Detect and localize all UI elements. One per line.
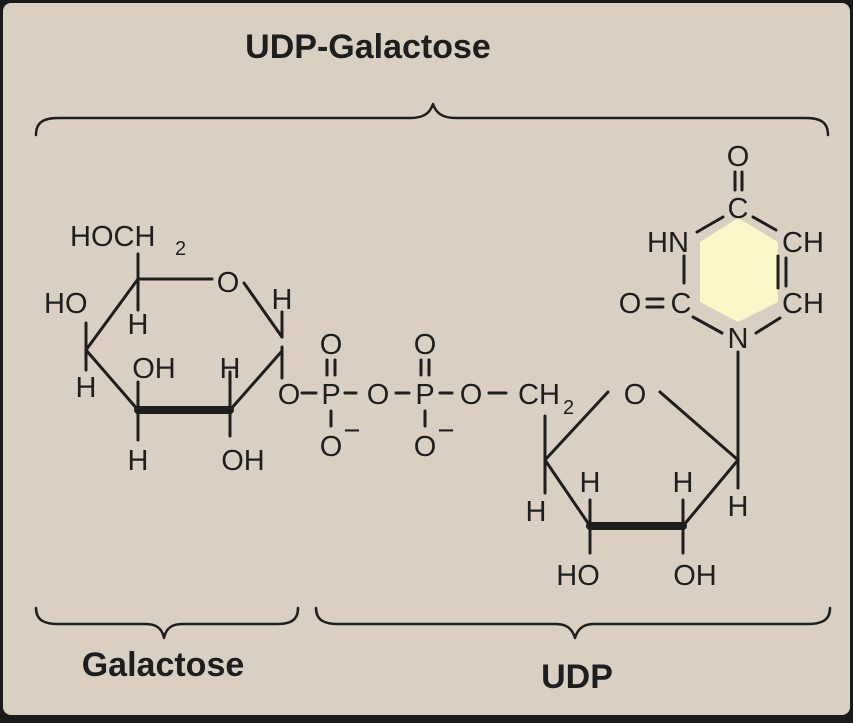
udp-brace	[314, 606, 832, 640]
galactose-c3-hydrogen: H	[128, 445, 149, 477]
phosphate-1-anion-oxygen: O	[320, 431, 343, 463]
udp-label: UDP	[541, 658, 613, 696]
galactose-brace	[34, 606, 300, 640]
uracil-c2-carbonyl-oxygen: O	[619, 288, 642, 320]
ch2-label: CH	[518, 379, 560, 411]
ribose-bonds	[543, 350, 740, 555]
galactose-c2-hydrogen: H	[220, 353, 241, 385]
galactose-label: Galactose	[82, 646, 245, 684]
ribose-c2-hydrogen: H	[673, 467, 694, 499]
phosphate-1-charge: −	[344, 415, 361, 447]
phosphate-2-double-oxygen: O	[414, 329, 437, 361]
phosphate-1-double-oxygen: O	[320, 329, 343, 361]
uracil-ring-highlight	[700, 218, 778, 322]
uracil-n1-nitrogen: N	[728, 323, 749, 355]
galactose-c2-hydroxyl: OH	[221, 445, 265, 477]
ribose-c3-hydroxyl: HO	[556, 560, 600, 592]
uracil-bonds	[682, 170, 788, 335]
galactose-c4-hydrogen: H	[76, 372, 97, 404]
phosphorus-2: P	[415, 379, 434, 411]
phosphate-2-charge: −	[438, 415, 455, 447]
diagram-background	[3, 3, 850, 715]
ester-oxygen: O	[460, 379, 483, 411]
uracil-c5-ch: CH	[782, 227, 824, 259]
hoch2-subscript: 2	[175, 238, 186, 260]
ribose-ring-oxygen: O	[624, 379, 647, 411]
diphosphate-bonds	[300, 358, 508, 428]
uracil-n3-nh: HN	[647, 227, 689, 259]
galactose-c5-hydrogen: H	[128, 309, 149, 341]
bridging-oxygen: O	[367, 379, 390, 411]
uracil-c2-double-bond	[645, 297, 665, 309]
galactose-c4-hydroxyl: HO	[44, 288, 88, 320]
uracil-c6-ch: CH	[782, 288, 824, 320]
ch2-subscript: 2	[563, 397, 574, 419]
hoch2-label: HOCH	[70, 221, 155, 253]
glycosidic-oxygen: O	[278, 379, 301, 411]
galactose-c1-hydrogen: H	[272, 284, 293, 316]
uracil-c4-carbonyl-oxygen: O	[727, 141, 750, 173]
phosphate-2-anion-oxygen: O	[414, 431, 437, 463]
uracil-c4-carbon: C	[728, 193, 749, 225]
udp-galactose-label: UDP-Galactose	[245, 28, 491, 66]
phosphorus-1: P	[321, 379, 340, 411]
galactose-c3-hydroxyl: OH	[132, 353, 176, 385]
galactose-bonds	[84, 252, 284, 442]
top-brace	[34, 102, 830, 137]
galactose-ring-oxygen: O	[217, 267, 240, 299]
ribose-c2-hydroxyl: OH	[673, 560, 717, 592]
ribose-c4-hydrogen: H	[526, 496, 547, 528]
uracil-c2-carbon: C	[671, 288, 692, 320]
ribose-c1-hydrogen: H	[728, 491, 749, 523]
ribose-c3-hydrogen: H	[580, 467, 601, 499]
